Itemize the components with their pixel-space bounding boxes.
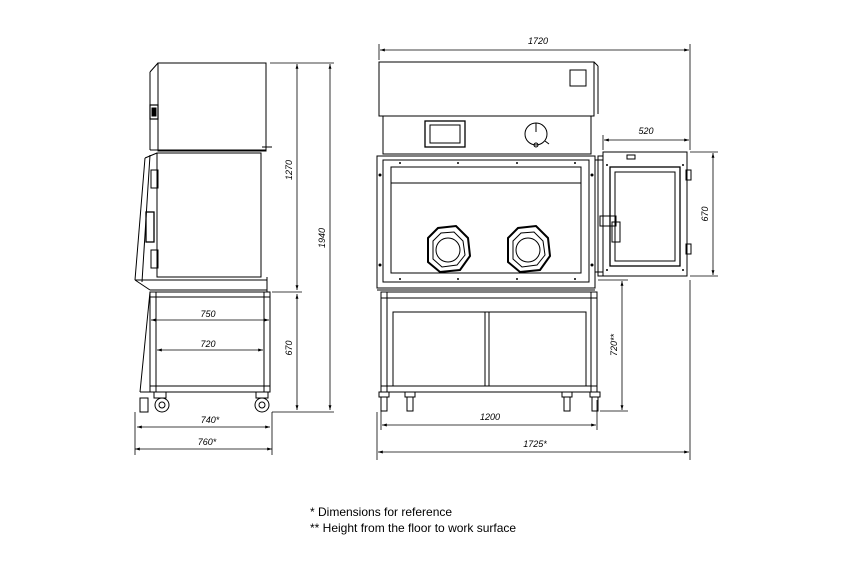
side-dimension-lines: [134, 62, 334, 455]
front-stand: [380, 291, 598, 393]
note-reference: * Dimensions for reference: [310, 505, 453, 519]
touch-screen: [424, 120, 466, 148]
dim-front-base-width: 1725*: [523, 439, 547, 449]
side-stand: [149, 291, 271, 393]
dim-passbox-height: 670: [700, 206, 710, 221]
dim-side-height-total: 1940: [317, 228, 327, 248]
pass-box-door: [609, 166, 681, 267]
front-caster-3: [561, 391, 573, 412]
dim-side-frame-outer: 750: [200, 309, 215, 319]
pass-box: [595, 151, 692, 277]
dim-side-stand-height: 670: [284, 340, 294, 355]
glove-port-left: [427, 224, 472, 274]
dim-front-total-width: 1720: [528, 36, 548, 46]
front-dimension-lines: [376, 44, 718, 460]
front-control-panel: [382, 115, 592, 155]
front-view: [376, 61, 692, 412]
dim-side-height-upper: 1270: [284, 160, 294, 180]
side-caster-left: [153, 391, 170, 413]
dim-passbox-width: 520: [638, 126, 653, 136]
front-top-indicator: [569, 69, 587, 87]
side-chamber: [156, 152, 262, 278]
dim-side-frame-inner: 720: [200, 339, 215, 349]
dim-front-work-height: 720**: [609, 333, 619, 356]
front-caster-2: [404, 391, 416, 412]
side-view: [134, 62, 272, 413]
front-caster-4: [589, 391, 601, 412]
note-work-surface: ** Height from the floor to work surface: [310, 521, 517, 535]
glove-port-right: [507, 224, 552, 274]
pass-box-handle: [599, 215, 617, 227]
front-caster-1: [378, 391, 390, 412]
front-top-housing: [378, 61, 595, 117]
side-top-housing: [157, 62, 267, 152]
dim-side-base-1: 740*: [201, 415, 220, 425]
front-chamber: [376, 155, 596, 289]
dim-side-base-2: 760*: [198, 437, 217, 447]
side-caster-right: [254, 391, 270, 413]
dim-front-stand-width: 1200: [480, 412, 500, 422]
